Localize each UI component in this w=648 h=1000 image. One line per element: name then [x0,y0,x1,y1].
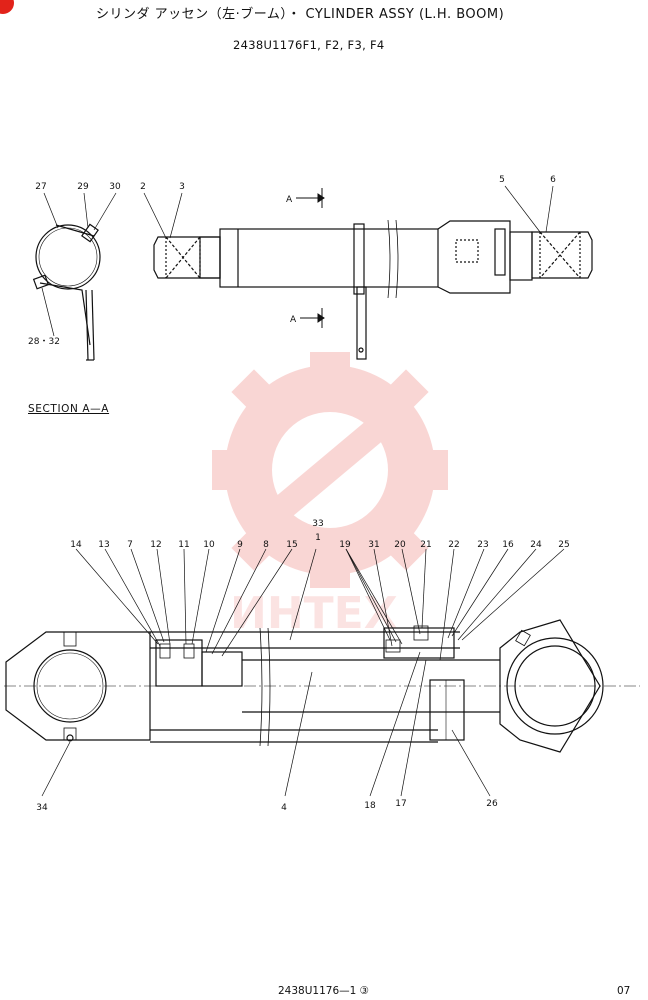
part-numbers: 2438U1176F1, F2, F3, F4 [233,38,385,52]
section-marker-bottom: A [290,315,297,325]
callout-6: 6 [550,175,556,185]
callout-13: 13 [98,540,109,550]
callout-9: 9 [237,540,243,550]
callout-15: 15 [286,540,297,550]
callout-1: 1 [315,533,321,543]
watermark-gear-teeth [212,352,448,588]
grease-fitting [66,734,74,742]
callout-24: 24 [530,540,542,550]
callout-26: 26 [486,799,498,809]
side-view [153,219,593,360]
head-end-body [5,631,151,741]
callout-11: 11 [178,540,189,550]
tube-clamp [353,223,365,295]
section-markers [296,188,325,328]
callout-5: 5 [499,175,505,185]
callout-2: 2 [140,182,146,192]
drawing-title: シリンダ アッセン（左·ブーム）・ CYLINDER ASSY (L.H. BO… [96,7,505,22]
callout-18: 18 [364,801,376,811]
head-end-bore [33,649,107,723]
section-callouts-top: 14 13 7 12 11 10 9 8 15 33 1 19 31 20 21 22 23 16 24 25 [70,519,569,550]
page-number: 07 [617,985,631,997]
callout-22: 22 [448,540,459,550]
callout-17: 17 [395,799,406,809]
piston-nut [201,651,243,687]
top-callouts: 27 29 30 2 3 5 6 28・32 [28,175,556,347]
section-callouts-bottom: 34 4 18 17 26 [36,799,498,813]
callout-30: 30 [109,182,121,192]
callout-27: 27 [35,182,46,192]
callout-3: 3 [179,182,185,192]
rod-eye [531,231,593,279]
head-eye [153,236,221,279]
callout-34: 34 [36,803,48,813]
callout-19: 19 [339,540,351,550]
callout-20: 20 [394,540,406,550]
section-label: SECTION A—A [28,403,110,415]
callout-29: 29 [77,182,89,192]
gland [437,220,511,294]
rod-eye-outer [506,637,604,735]
section-view [4,619,640,753]
end-view [32,223,101,361]
watermark-logo [212,352,448,588]
piston [155,639,203,687]
rod-eye-section [499,619,601,753]
clamp-bolt-top [81,223,99,243]
callout-10: 10 [203,540,215,550]
callout-25: 25 [558,540,569,550]
callout-7: 7 [127,540,133,550]
section-marker-top: A [286,195,293,205]
callout-33: 33 [312,519,323,529]
footer-code: 2438U1176—1 ③ [278,985,370,997]
watermark-gear [225,365,435,575]
callout-21: 21 [420,540,431,550]
callout-23: 23 [477,540,488,550]
callout-4: 4 [281,803,287,813]
top-leaders [41,185,554,337]
cylinder-tube [219,228,439,288]
clamp-bolt-bottom [32,274,50,290]
watermark-wrench [274,418,386,518]
watermark-text: ИНТЕХ [230,588,398,639]
callout-16: 16 [502,540,514,550]
corner-marker [0,0,14,14]
callout-12: 12 [150,540,161,550]
callout-8: 8 [263,540,269,550]
callout-31: 31 [368,540,379,550]
end-view-tube [35,224,101,290]
watermark-gear-hole [272,412,388,528]
callout-28-32: 28・32 [28,337,60,347]
section-leaders [41,548,565,797]
gland-lower [429,679,465,741]
rod-eye-bore [514,645,596,727]
callout-14: 14 [70,540,82,550]
